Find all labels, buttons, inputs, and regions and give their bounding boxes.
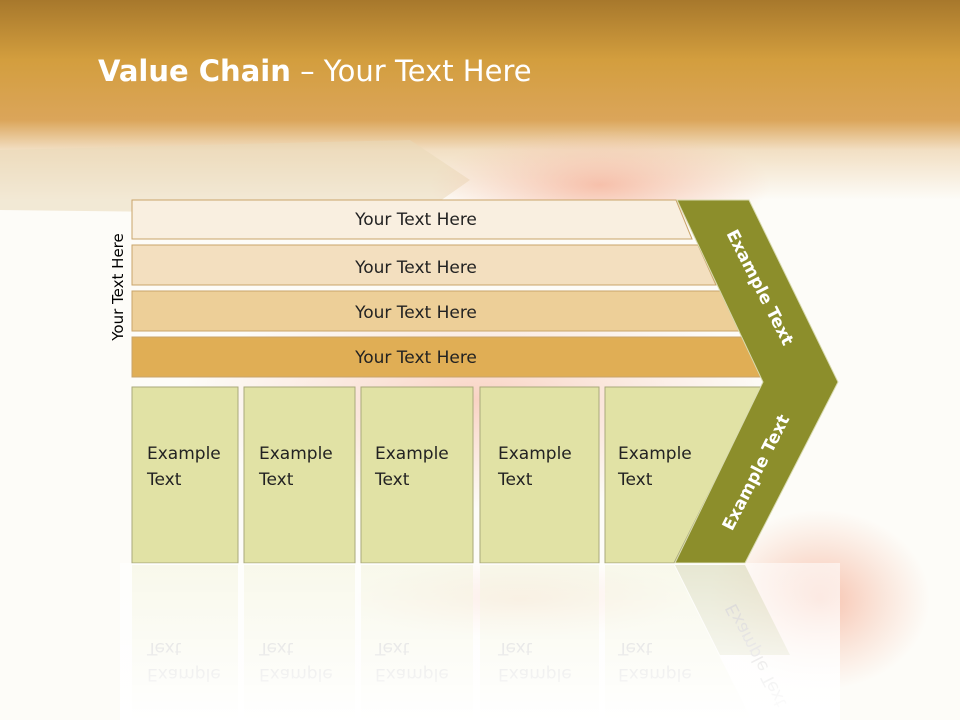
row-4-label: Your Text Here — [354, 348, 477, 368]
cell-1-line2: Text — [146, 470, 182, 490]
cell-5-line2: Text — [617, 470, 653, 490]
row-2: Your Text Here — [131, 244, 717, 286]
cell-3-line2: Text — [374, 470, 410, 490]
title-rest: – Your Text Here — [290, 54, 532, 88]
side-label: Your Text Here — [109, 233, 127, 341]
cell-4-line1: Example — [498, 444, 572, 464]
cell-5-line1: Example — [618, 444, 692, 464]
row-1: Your Text Here — [131, 199, 693, 240]
cell-2: Example Text — [243, 386, 356, 564]
cell-4: Example Text — [479, 386, 600, 564]
cell-3: Example Text — [360, 386, 474, 564]
cell-3-line1: Example — [375, 444, 449, 464]
reflection-fade — [120, 563, 840, 720]
row-4: Your Text Here — [131, 336, 765, 378]
row-1-label: Your Text Here — [354, 210, 477, 230]
row-2-label: Your Text Here — [354, 258, 477, 278]
title-bold: Value Chain — [98, 54, 291, 88]
cell-2-line2: Text — [258, 470, 294, 490]
cell-1-line1: Example — [147, 444, 221, 464]
cell-2-line1: Example — [259, 444, 333, 464]
cell-1: Example Text — [131, 386, 239, 564]
cell-4-line2: Text — [497, 470, 533, 490]
row-3-label: Your Text Here — [354, 303, 477, 323]
cell-5: Example Text — [604, 386, 763, 564]
row-3: Your Text Here — [131, 290, 740, 332]
page-title: Value Chain – Your Text Here — [98, 54, 532, 88]
